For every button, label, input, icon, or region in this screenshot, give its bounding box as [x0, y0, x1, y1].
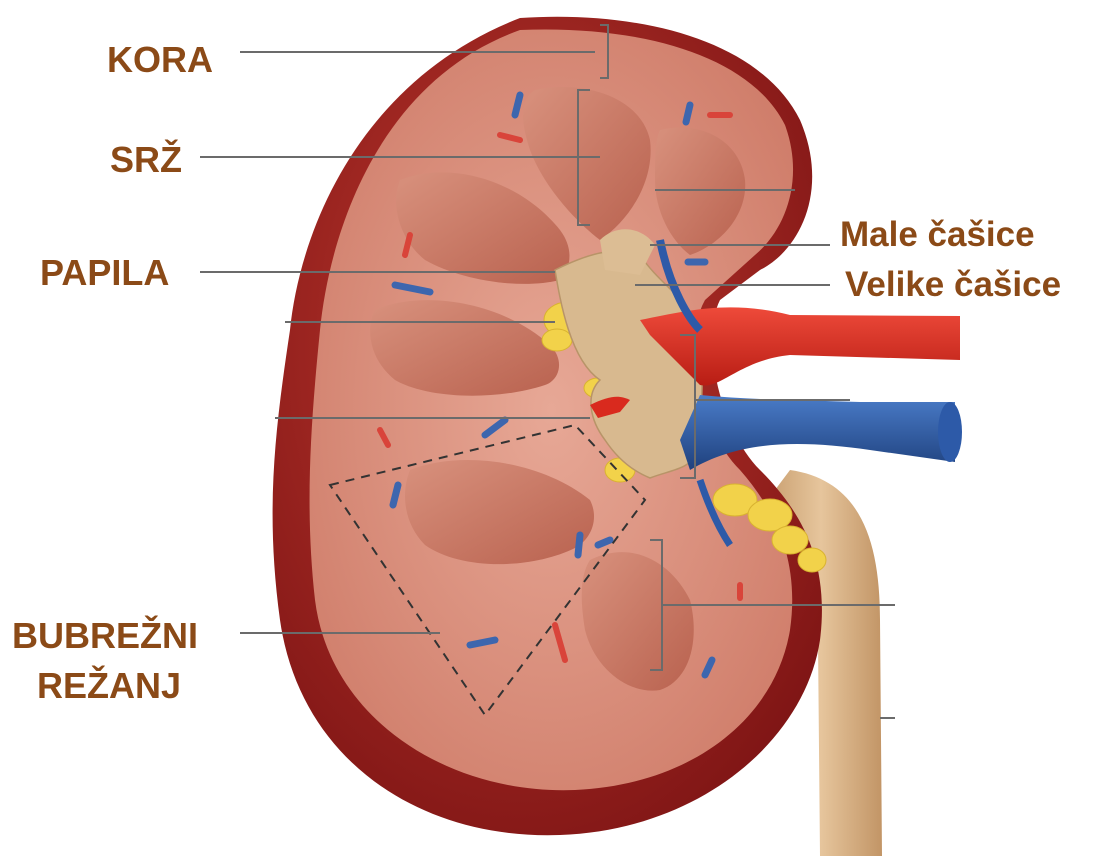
label-major-calyces: Velike čašice: [845, 265, 1061, 304]
label-papilla: PAPILA: [40, 252, 169, 293]
label-lobe-line1: BUBREŽNI: [12, 614, 198, 656]
label-lobe-line2: REŽANJ: [37, 664, 181, 706]
label-minor-calyces: Male čašice: [840, 215, 1035, 254]
label-cortex: KORA: [107, 39, 213, 80]
renal-vein-end: [938, 402, 962, 462]
label-medulla: SRŽ: [110, 138, 182, 180]
